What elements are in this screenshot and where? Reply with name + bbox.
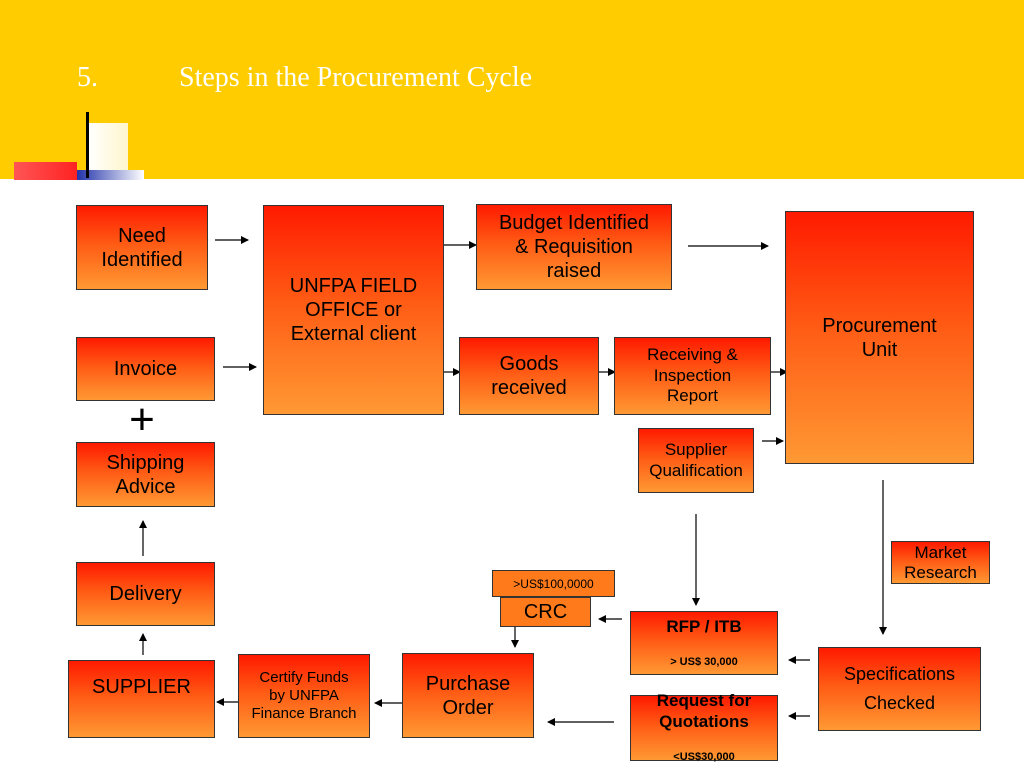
market-research-box: Market Research [891, 541, 990, 584]
plus-sign: + [129, 395, 155, 444]
need-identified-box: Need Identified [76, 205, 208, 290]
delivery-box: Delivery [76, 562, 215, 626]
slide-header [0, 0, 1024, 179]
receiving-inspection-box: Receiving & Inspection Report [614, 337, 771, 415]
decor-block-white [88, 123, 128, 171]
supplier-box: SUPPLIER [68, 660, 215, 738]
shipping-advice-box: Shipping Advice [76, 442, 215, 507]
budget-identified-box: Budget Identified & Requisition raised [476, 204, 672, 290]
crc-threshold-label: >US$100,0000 [492, 570, 615, 597]
decor-block-red [14, 162, 77, 180]
decor-block-blue [77, 170, 144, 180]
slide-number: 5. [77, 62, 98, 93]
rfq-threshold: <US$30,000 [673, 751, 735, 764]
certify-funds-box: Certify Funds by UNFPA Finance Branch [238, 654, 370, 738]
procurement-unit-box: Procurement Unit [785, 211, 974, 464]
purchase-order-box: Purchase Order [402, 653, 534, 738]
goods-received-box: Goods received [459, 337, 599, 415]
unfpa-field-office-box: UNFPA FIELD OFFICE or External client [263, 205, 444, 415]
slide-title: Steps in the Procurement Cycle [179, 62, 533, 93]
flow-arrows [139, 236, 887, 726]
specifications-checked-box: Specifications Checked [818, 647, 981, 731]
invoice-box: Invoice [76, 337, 215, 401]
rfp-itb-label: RFP / ITB [666, 616, 742, 636]
supplier-qualification-box: Supplier Qualification [638, 428, 754, 493]
rfp-itb-threshold: > US$ 30,000 [670, 656, 738, 669]
request-for-quotations-box: Request for Quotations <US$30,000 [630, 691, 778, 764]
rfq-label: Request for Quotations [656, 691, 752, 731]
rfp-itb-box: RFP / ITB > US$ 30,000 [630, 611, 778, 675]
crc-box: CRC [500, 597, 591, 627]
decor-vertical-line [86, 112, 89, 178]
